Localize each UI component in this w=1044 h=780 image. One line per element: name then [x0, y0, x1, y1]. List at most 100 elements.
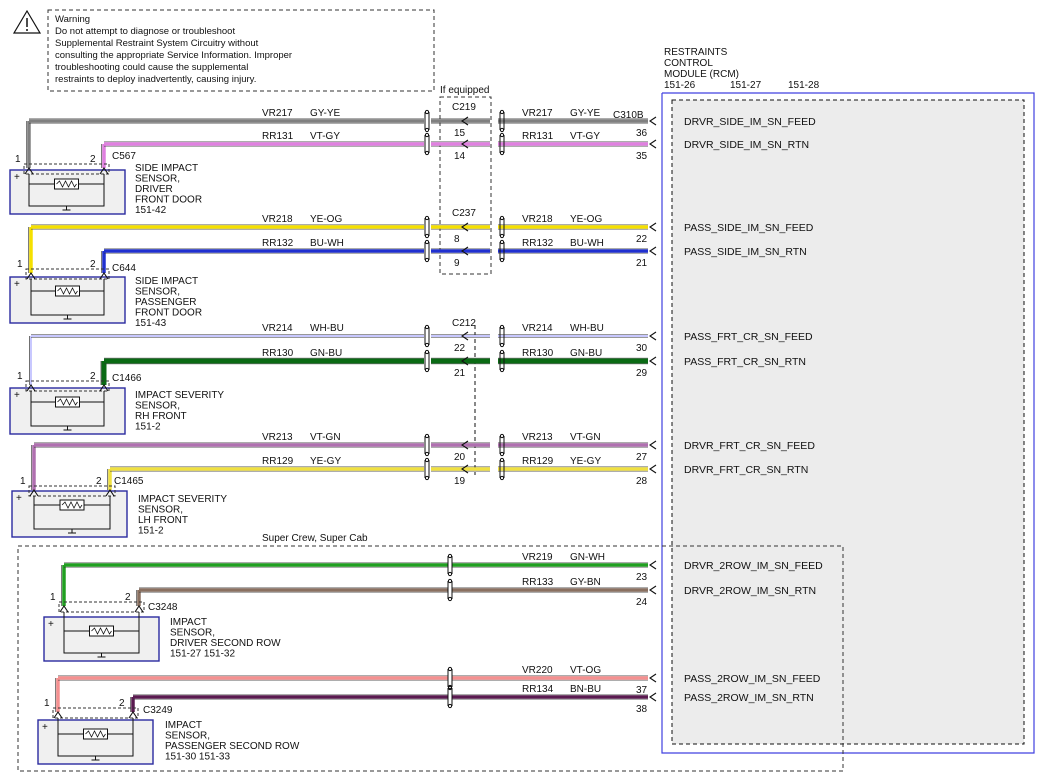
rcm-pin-number: 37	[636, 685, 648, 696]
rcm-ref: 151-28	[788, 80, 820, 91]
connector-arrow	[649, 560, 657, 570]
circuit-label: VR213	[522, 432, 553, 443]
rcm-title-line: MODULE (RCM)	[664, 69, 739, 80]
circuit-label: VR217	[262, 108, 293, 119]
wire-color-label: GY-YE	[310, 108, 341, 119]
sensor-connector-label: C3249	[143, 705, 173, 716]
sensor-pin-number: 2	[125, 592, 131, 603]
sensor-label-line: 151-43	[135, 318, 167, 329]
connector-arrow	[26, 384, 36, 392]
connector-arrow	[26, 272, 36, 280]
rcm-signal-label: DRVR_FRT_CR_SN_RTN	[684, 464, 808, 476]
warning-line: Supplemental Restraint System Circuitry …	[55, 38, 259, 49]
connector-arrow	[99, 167, 109, 175]
warning-line: troubleshooting could cause the suppleme…	[55, 62, 248, 73]
sensor-connector-label: C1466	[112, 373, 142, 384]
warning-line: Warning	[55, 14, 90, 25]
connector-arrow	[649, 222, 657, 232]
sensor-pin-number: 2	[90, 371, 96, 382]
rcm-pin-number: 36	[636, 128, 648, 139]
splice-break	[447, 685, 453, 709]
sensor-label-line: 151-42	[135, 205, 167, 216]
wire-color-label: GN-WH	[570, 552, 605, 563]
rcm-pin-number: 28	[636, 476, 648, 487]
polarity-mark: +	[14, 279, 20, 290]
wire-color-label: YE-GY	[310, 456, 341, 467]
rcm-module: RESTRAINTS CONTROL MODULE (RCM) 151-26 1…	[613, 47, 1035, 754]
inline-connector-label: C212	[452, 318, 476, 329]
rcm-signal-label: DRVR_2ROW_IM_SN_FEED	[684, 560, 823, 572]
circuit-label: RR134	[522, 684, 554, 695]
sensor-connector-label: C3248	[148, 602, 178, 613]
circuit-label: RR129	[522, 456, 554, 467]
sensor-label-line: FRONT DOOR	[135, 308, 202, 319]
connector-arrow	[29, 489, 39, 497]
resistor-icon	[55, 396, 80, 408]
splice-break	[447, 666, 453, 690]
splice-break	[424, 349, 430, 373]
rcm-pin-number: 38	[636, 704, 648, 715]
connector-arrow	[649, 440, 657, 450]
rcm-signal-label: PASS_FRT_CR_SN_FEED	[684, 331, 813, 343]
splice-break	[499, 239, 505, 263]
inline-connector-label: C219	[452, 102, 476, 113]
wire-color-label: VT-OG	[570, 665, 601, 676]
rcm-pin-number: 24	[636, 597, 648, 608]
circuit-label: VR213	[262, 432, 293, 443]
wire-color-label: VT-GN	[570, 432, 601, 443]
connector-arrow	[53, 711, 63, 719]
warning-triangle-icon	[12, 9, 42, 34]
sensor-label-line: 151-27 151-32	[170, 649, 235, 660]
sensor-label-line: SENSOR,	[135, 287, 180, 298]
splice-break	[424, 457, 430, 481]
connector-arrow	[649, 356, 657, 366]
connector-arrow	[461, 139, 469, 149]
splice-break	[499, 433, 505, 457]
sensor-label-line: PASSENGER SECOND ROW	[165, 741, 300, 752]
circuit-label: VR219	[522, 552, 553, 563]
sensor-pin-number: 1	[17, 371, 23, 382]
rcm-signal-label: PASS_FRT_CR_SN_RTN	[684, 356, 806, 368]
rcm-pin-number: 29	[636, 368, 648, 379]
resistor-icon	[54, 178, 79, 190]
connector-arrow	[461, 464, 469, 474]
wire-color-label: GY-YE	[570, 108, 601, 119]
rcm-signal-label: PASS_2ROW_IM_SN_RTN	[684, 692, 814, 704]
sensor-pin-number: 2	[119, 698, 125, 709]
circuit-label: VR214	[522, 323, 553, 334]
splice-break	[424, 239, 430, 263]
sensor-pin-number: 2	[90, 154, 96, 165]
connector-arrow	[461, 356, 469, 366]
wire-color-label: WH-BU	[310, 323, 344, 334]
splice-break	[447, 553, 453, 577]
circuit-label: RR130	[262, 348, 294, 359]
rcm-outline	[661, 92, 1035, 754]
polarity-mark: +	[16, 493, 22, 504]
sensor-label-line: RH FRONT	[135, 411, 187, 422]
sensor-pin-number: 2	[96, 476, 102, 487]
sensor-connector-label: C644	[112, 263, 136, 274]
sensor-pin-number: 1	[50, 592, 56, 603]
connector-arrow	[649, 116, 657, 126]
splice-break	[499, 324, 505, 348]
rcm-signal-label: PASS_SIDE_IM_SN_FEED	[684, 222, 814, 234]
rcm-pin-number: 21	[636, 258, 648, 269]
rcm-title-line: CONTROL	[664, 58, 713, 69]
sensor-pin-number: 1	[44, 698, 50, 709]
splice-break	[499, 457, 505, 481]
splice-break	[424, 109, 430, 133]
circuit-label: RR133	[522, 577, 554, 588]
connector-arrow	[649, 692, 657, 702]
polarity-mark: +	[14, 390, 20, 401]
sensor-label-line: IMPACT SEVERITY	[135, 390, 224, 401]
